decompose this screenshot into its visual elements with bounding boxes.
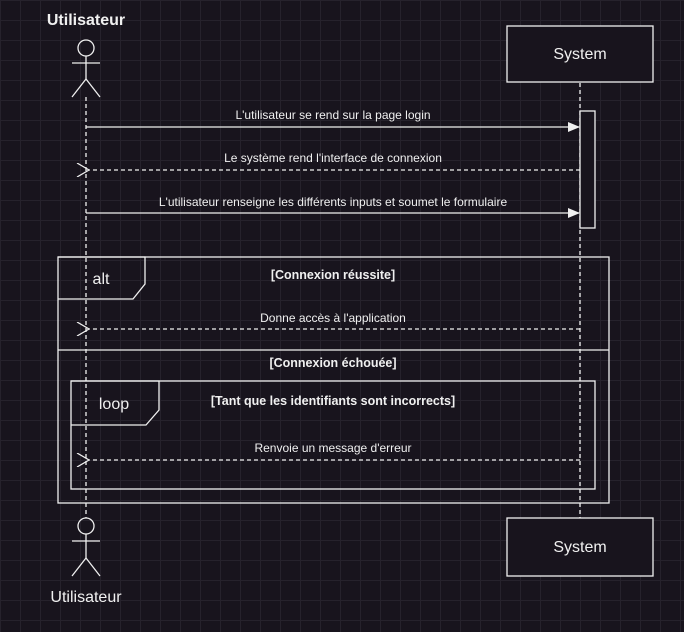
system-bottom-box: [506, 517, 654, 577]
message-label-3: L'utilisateur renseigne les différents i…: [159, 195, 508, 209]
message-label-5: Renvoie un message d'erreur: [254, 441, 411, 455]
system-activation-bar: [579, 110, 596, 229]
loop-fragment-tab: [71, 380, 160, 426]
alt-guard-failure: [Connexion échouée]: [269, 356, 396, 370]
alt-fragment-tab: [58, 256, 146, 300]
alt-fragment-frame: [57, 256, 610, 504]
loop-fragment-frame: [70, 380, 596, 490]
message-label-4: Donne accès à l'application: [260, 311, 406, 325]
loop-guard: [Tant que les identifiants sont incorrec…: [211, 394, 455, 408]
actor-top-figure: [71, 39, 101, 98]
actor-top-label: Utilisateur: [47, 12, 125, 29]
system-top-box: [506, 25, 654, 83]
loop-fragment-label: loop: [99, 396, 129, 413]
system-bottom-label: System: [553, 539, 606, 556]
system-top-label: System: [553, 46, 606, 63]
actor-bottom-figure: [71, 517, 101, 577]
message-label-2: Le système rend l'interface de connexion: [224, 151, 442, 165]
alt-fragment-label: alt: [93, 271, 110, 288]
actor-bottom-label: Utilisateur: [50, 589, 122, 606]
alt-guard-success: [Connexion réussite]: [271, 268, 395, 282]
message-label-1: L'utilisateur se rend sur la page login: [235, 108, 430, 122]
